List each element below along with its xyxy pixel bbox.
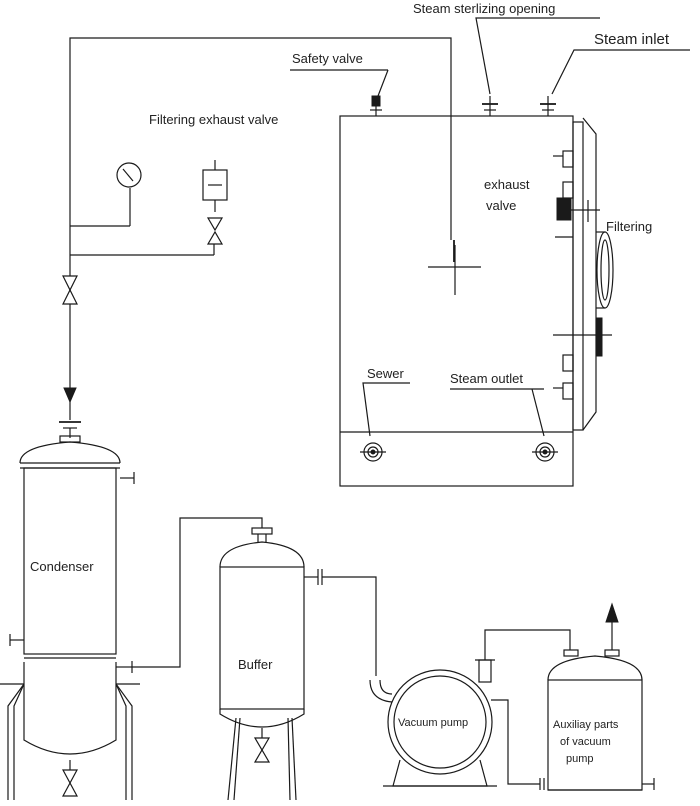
condenser-buffer-pipe	[132, 517, 263, 668]
steam-sterilizing-nozzle	[482, 96, 498, 116]
vacuum-pump	[383, 629, 571, 790]
buffer-vessel	[219, 527, 323, 801]
sewer-fitting	[360, 442, 386, 462]
sterilizer-chamber	[339, 115, 574, 487]
label-auxiliary-3: pump	[566, 753, 594, 765]
condenser-vessel	[0, 421, 140, 800]
label-steam-sterilizing-opening: Steam sterlizing opening	[413, 1, 555, 16]
label-steam-outlet: Steam outlet	[450, 371, 523, 386]
label-condenser: Condenser	[30, 559, 94, 574]
flow-arrow-icon	[63, 387, 77, 404]
auxiliary-tank	[547, 602, 655, 791]
label-filtering: Filtering	[606, 219, 652, 234]
label-auxiliary-1: Auxiliay parts	[553, 719, 619, 731]
chamber-door	[553, 117, 614, 431]
label-safety-valve: Safety valve	[292, 51, 363, 66]
buffer-pump-pipe	[322, 576, 393, 703]
gate-valve-icon	[62, 275, 78, 305]
filter-valve-icon	[202, 160, 228, 245]
pressure-gauge-icon	[116, 162, 142, 188]
safety-valve	[370, 95, 382, 116]
steam-pipe	[69, 37, 452, 420]
label-buffer: Buffer	[238, 657, 273, 672]
label-steam-inlet: Steam inlet	[594, 31, 670, 48]
steam-outlet-fitting	[532, 442, 558, 462]
steam-inlet-nozzle	[540, 96, 556, 116]
label-auxiliary-2: of vacuum	[560, 736, 611, 748]
label-valve: valve	[486, 198, 516, 213]
leader-lines	[290, 17, 690, 437]
label-exhaust: exhaust	[484, 177, 530, 192]
label-sewer: Sewer	[367, 366, 405, 381]
label-vacuum-pump: Vacuum pump	[398, 717, 468, 729]
label-filtering-exhaust-valve: Filtering exhaust valve	[149, 112, 278, 127]
